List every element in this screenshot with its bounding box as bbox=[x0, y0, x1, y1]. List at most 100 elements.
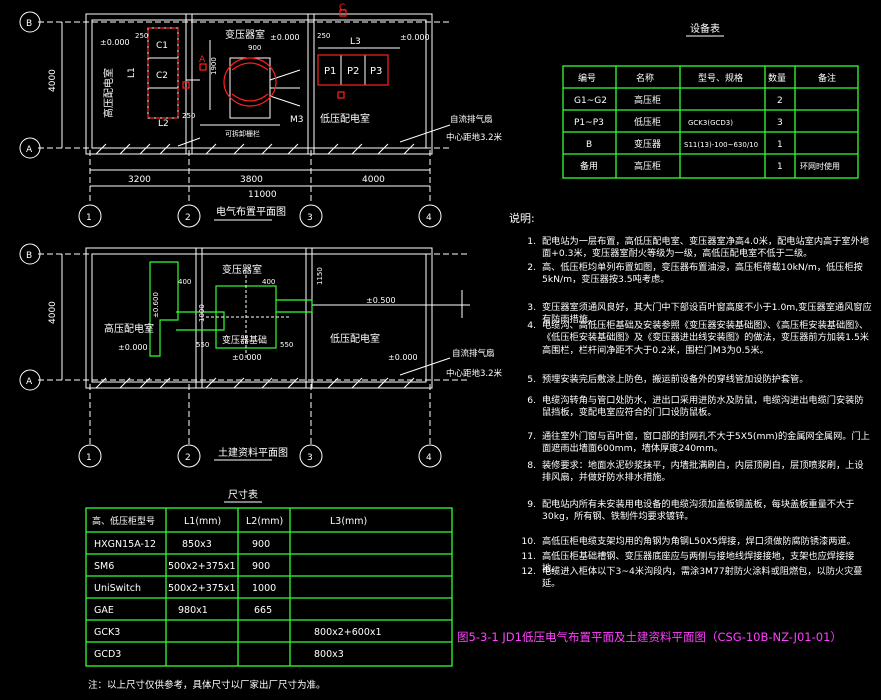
plan1-level-1: ±0.000 bbox=[100, 38, 130, 47]
equipment-table bbox=[562, 65, 859, 179]
plan2-room-hv: 高压配电室 bbox=[104, 322, 154, 335]
plan1-p1: P1 bbox=[324, 66, 336, 77]
axis-1-bubble-2 bbox=[78, 444, 102, 468]
axis-2-bubble-2 bbox=[177, 444, 201, 468]
note-number: 10. bbox=[521, 536, 536, 547]
plan1-900: 900 bbox=[248, 44, 261, 52]
plan2-400-a: 400 bbox=[178, 278, 191, 286]
note-number: 9. bbox=[527, 499, 536, 510]
plan2-vent: 自流排气扇 bbox=[452, 348, 495, 359]
note-number: 11. bbox=[521, 551, 536, 562]
dim-header-model: 高、低压柜型号 bbox=[92, 515, 155, 527]
dim-cell: UniSwitch bbox=[94, 583, 141, 594]
dim-table bbox=[85, 507, 453, 667]
dim-cell: 850x3 bbox=[182, 539, 212, 550]
plan2-550-a: 550 bbox=[196, 341, 209, 349]
axis-a-bubble-2 bbox=[19, 369, 41, 391]
dim-cell: SM6 bbox=[94, 561, 114, 572]
axis-3-bubble-2 bbox=[299, 444, 323, 468]
eq-cell: 环网时使用 bbox=[800, 161, 840, 171]
plan1-texts: B A 1 2 3 4 4000 3200 3800 4000 11000 高压… bbox=[26, 3, 503, 223]
eq-cell: 高压柜 bbox=[634, 160, 661, 172]
eq-cell: GCK3(GCD3) bbox=[688, 119, 733, 127]
axis-3-bubble-1 bbox=[299, 204, 323, 228]
axis-2-bubble-1 bbox=[177, 204, 201, 228]
note-text: 电缆沟、高低压柜基础及安装参照《变压器安装基础图》、《高压柜安装基础图》、《低压… bbox=[542, 320, 869, 356]
note-text: 变压器室须通风良好，其大门中下部设百叶窗高度不小于1.0m,变压器室通风窗应有防… bbox=[542, 302, 872, 326]
eq-header-model: 型号、规格 bbox=[698, 72, 743, 84]
plan1-l2: L2 bbox=[158, 119, 169, 129]
plan1-section-c: C bbox=[339, 3, 345, 13]
axis-b-bubble-2 bbox=[19, 243, 41, 265]
eq-cell: B bbox=[586, 140, 592, 150]
eq-header-qty: 数量 bbox=[768, 72, 786, 84]
plan2-1150: 1150 bbox=[316, 267, 324, 285]
note-number: 1. bbox=[527, 236, 536, 247]
plan2-vent-height: 中心距地3.2米 bbox=[446, 368, 503, 379]
axis-4-label-1: 4 bbox=[426, 213, 432, 223]
axis-1-label-2: 1 bbox=[86, 453, 92, 463]
eq-cell: 1 bbox=[777, 140, 783, 150]
equipment-table-cells: 编号 名称 型号、规格 数量 备注 G1~G2 高压柜 2 P1~P3 低压柜 … bbox=[574, 72, 840, 172]
plan2-texts: B A 1 2 3 4 4000 高压配电室 变压器室 变压器基础 低压配电室 … bbox=[26, 251, 503, 463]
axis-4-bubble-2 bbox=[418, 444, 442, 468]
plan1-gate: 可拆卸栅栏 bbox=[225, 129, 260, 138]
figure-caption: 图5-3-1 JD1低压电气布置平面及土建资料平面图（CSG-10B-NZ-J0… bbox=[457, 630, 842, 644]
plan1-p2: P2 bbox=[347, 66, 359, 77]
dim-cell: 665 bbox=[254, 605, 272, 616]
eq-cell: 变压器 bbox=[634, 138, 661, 150]
plan1-c2: C2 bbox=[156, 71, 168, 81]
plan1-250-a: 250 bbox=[182, 112, 195, 120]
note-text: 配电站为一层布置，高低压配电室、变压器室净高4.0米，配电站室内高于室外地面+0… bbox=[542, 236, 869, 260]
plan2-level-3: ±0.500 bbox=[366, 296, 396, 305]
plan1-vent: 自流排气扇 bbox=[450, 114, 493, 125]
dim-table-footnote: 注：以上尺寸仅供参考，具体尺寸以厂家出厂尺寸为准。 bbox=[88, 680, 326, 691]
eq-cell: 2 bbox=[777, 96, 783, 106]
plan1-c1: C1 bbox=[156, 41, 168, 51]
eq-header-remark: 备注 bbox=[818, 72, 836, 84]
plan1-red-outlines bbox=[147, 9, 389, 119]
plan2-room-lv: 低压配电室 bbox=[330, 332, 380, 345]
eq-header-name: 名称 bbox=[636, 72, 654, 84]
equipment-table-title: 设备表 bbox=[690, 22, 720, 35]
dim-cell: 980x1 bbox=[178, 605, 208, 616]
plan1-room-hv: 高压配电室 bbox=[102, 68, 115, 118]
axis-a-bubble-1 bbox=[19, 137, 41, 159]
eq-cell: 3 bbox=[777, 118, 783, 128]
plan1-room-tr: 变压器室 bbox=[225, 28, 265, 41]
axis-3-label-2: 3 bbox=[307, 453, 313, 463]
dim-cell: GAE bbox=[94, 605, 114, 616]
plan2-600: ±0.600 bbox=[152, 292, 160, 318]
dim-cell: 500x2+375x1 bbox=[168, 561, 236, 572]
plan2-level-4: ±0.000 bbox=[388, 353, 418, 362]
plan2-title: 土建资料平面图 bbox=[218, 446, 288, 459]
plan1-dim-total: 11000 bbox=[248, 190, 277, 200]
plan1-l3: L3 bbox=[350, 37, 361, 47]
plan1-room-lv: 低压配电室 bbox=[320, 112, 370, 125]
plan2-dim-left: 4000 bbox=[48, 301, 58, 324]
plan2-centerlines bbox=[206, 270, 290, 360]
note-number: 5. bbox=[527, 374, 536, 385]
dim-cell: 800x2+600x1 bbox=[314, 627, 382, 638]
axis-1-label-1: 1 bbox=[86, 213, 92, 223]
plan1-dim-bottom-1: 3200 bbox=[128, 175, 151, 185]
eq-cell: G1~G2 bbox=[574, 96, 607, 106]
note-number: 6. bbox=[527, 395, 536, 406]
plan1-level-2: ±0.000 bbox=[270, 33, 300, 42]
plan1-250-c: 250 bbox=[317, 32, 330, 40]
dim-header-l1: L1(mm) bbox=[184, 516, 221, 527]
dim-cell: GCD3 bbox=[94, 649, 121, 660]
note-number: 8. bbox=[527, 460, 536, 471]
plan1-250-b: 250 bbox=[135, 32, 148, 40]
note-number: 2. bbox=[527, 262, 536, 273]
dim-cell: 1000 bbox=[252, 583, 276, 594]
eq-cell: P1~P3 bbox=[574, 118, 604, 128]
plan1-dim-left: 4000 bbox=[48, 69, 58, 92]
note-number: 4. bbox=[527, 320, 536, 331]
dim-table-cells: 高、低压柜型号 L1(mm) L2(mm) L3(mm) HXGN15A-12 … bbox=[92, 515, 382, 660]
note-text: 电缆沟转角与管口处防水，进出口采用进防水及防鼠，电缆沟进出电缆门安装防鼠挡板，变… bbox=[542, 395, 864, 419]
axis-b-label-1: B bbox=[26, 19, 32, 29]
axis-2-label-2: 2 bbox=[185, 453, 191, 463]
plan2-level-2: ±0.000 bbox=[232, 353, 262, 362]
